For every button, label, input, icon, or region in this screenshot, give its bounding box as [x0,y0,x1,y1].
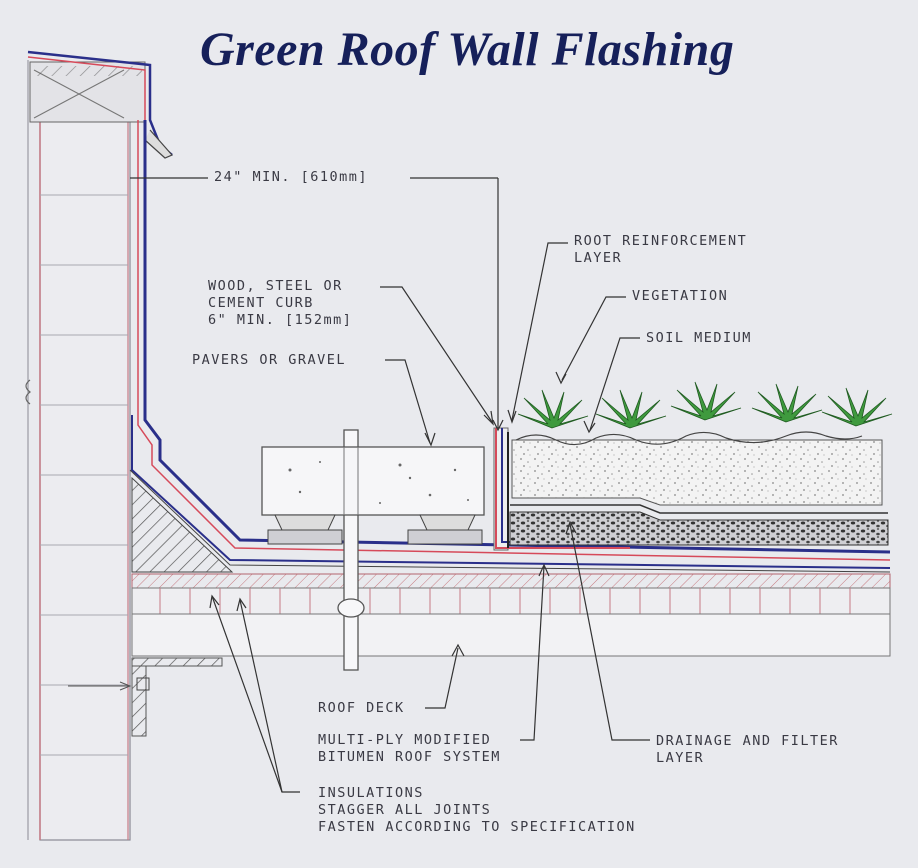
label-bitumen-roof: MULTI-PLY MODIFIED BITUMEN ROOF SYSTEM [318,732,501,766]
label-curb: WOOD, STEEL OR CEMENT CURB 6" MIN. [152m… [208,278,352,329]
label-soil-medium: SOIL MEDIUM [646,330,752,346]
label-root-reinforcement: ROOT REINFORCEMENT LAYER [574,233,747,267]
label-curb-line1: WOOD, STEEL OR [208,278,343,294]
cant-strip [131,476,234,573]
label-bitumen-line1: MULTI-PLY MODIFIED [318,732,492,748]
label-drainage-line1: DRAINAGE AND FILTER [656,733,839,749]
label-curb-line3: 6" MIN. [152mm] [208,312,353,328]
green-roof-assembly [507,431,889,548]
label-min-height: 24" MIN. [610mm] [214,169,369,185]
label-insulation-line3: FASTEN ACCORDING TO SPECIFICATION [318,819,636,835]
label-pavers: PAVERS OR GRAVEL [192,352,347,368]
dimension-line [130,177,504,432]
diagram-title: Green Roof Wall Flashing [200,23,735,76]
label-insulation-line2: STAGGER ALL JOINTS [318,802,492,818]
label-root-reinforcement-line2: LAYER [574,250,623,266]
label-roof-deck: ROOF DECK [318,700,405,716]
label-insulation-line1: INSULATIONS [318,785,424,801]
coping-cap [27,50,173,159]
label-curb-line2: CEMENT CURB [208,295,314,311]
label-bitumen-line2: BITUMEN ROOF SYSTEM [318,749,501,765]
leader-lines [209,242,650,793]
label-drainage: DRAINAGE AND FILTER LAYER [656,733,839,767]
vegetation-plants [517,381,893,429]
label-insulation: INSULATIONS STAGGER ALL JOINTS FASTEN AC… [318,785,636,836]
label-drainage-line2: LAYER [656,750,705,766]
roof-layers [68,573,891,737]
label-root-reinforcement-line1: ROOT REINFORCEMENT [574,233,748,249]
pavers [261,446,485,545]
label-vegetation: VEGETATION [632,288,729,304]
exterior-wall [25,60,131,841]
